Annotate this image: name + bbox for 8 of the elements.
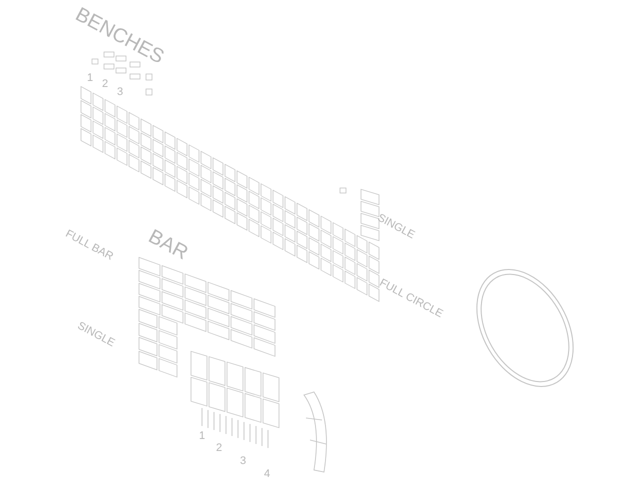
row-number: 1 [199,429,206,444]
row-number: 3 [240,454,246,469]
row-number: 2 [216,441,222,456]
column-number: 2 [102,77,108,92]
column-number: 1 [87,71,94,86]
column-number: 3 [117,85,124,100]
section-heading: BAR [144,224,192,266]
row-number: 4 [264,467,270,480]
